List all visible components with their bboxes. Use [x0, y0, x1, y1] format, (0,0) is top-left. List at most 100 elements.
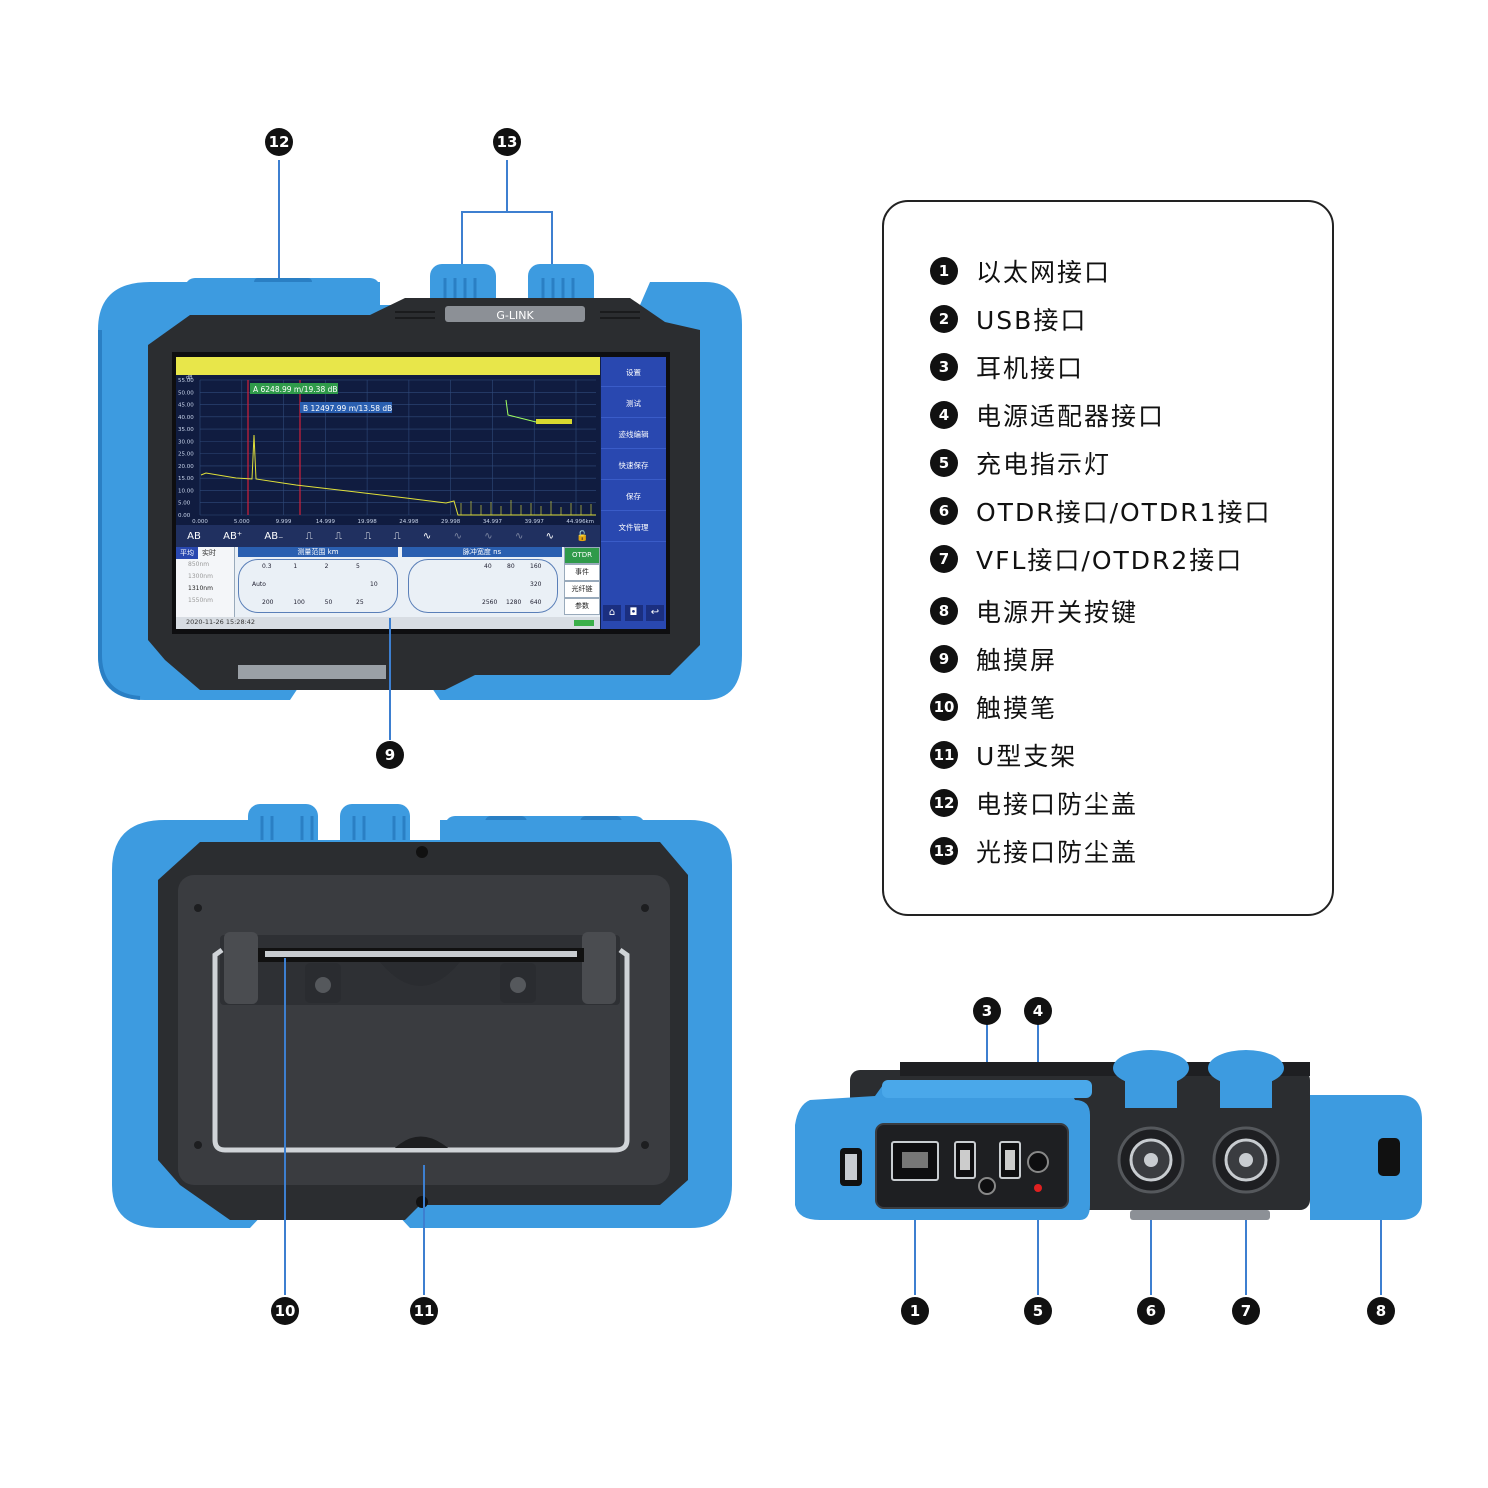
selector-value[interactable]: 80: [507, 563, 515, 570]
legend-number-badge: 10: [930, 693, 958, 721]
wave-dim3-icon[interactable]: ∿: [514, 530, 524, 542]
pulse-shift-icon[interactable]: ⎍: [364, 530, 372, 542]
legend-label: 触摸屏: [976, 646, 1058, 675]
sidebar-menu-item[interactable]: 测试: [601, 398, 666, 418]
tab-realtime[interactable]: 实时: [202, 549, 216, 557]
legend-label: U型支架: [976, 742, 1078, 771]
legend-number-badge: 2: [930, 305, 958, 333]
wave-dim2-icon[interactable]: ∿: [484, 530, 493, 542]
sidebar-menu-item[interactable]: 设置: [601, 367, 666, 387]
y-unit-label: dB: [186, 375, 193, 381]
callout-9: 9: [376, 741, 404, 769]
selector-value[interactable]: 2: [324, 563, 329, 570]
selector-value[interactable]: 200: [262, 599, 274, 606]
wavelength-option[interactable]: 1300nm: [188, 573, 213, 580]
pulse-selector[interactable]: [408, 559, 558, 613]
selector-value[interactable]: 25: [356, 599, 364, 606]
legend-item: 7 VFL接口/OTDR2接口: [930, 542, 1243, 576]
pulse-header: 脉冲宽度 ns: [402, 547, 562, 557]
callout-7: 7: [1232, 1297, 1260, 1325]
legend-item: 2 USB接口: [930, 302, 1087, 336]
selector-value[interactable]: 640: [530, 599, 542, 606]
callout-4: 4: [1024, 997, 1052, 1025]
screen-side-button[interactable]: OTDR: [564, 547, 600, 564]
range-selector[interactable]: [238, 559, 398, 613]
legend-number-badge: 9: [930, 645, 958, 673]
lock-icon[interactable]: 🔓: [576, 530, 589, 542]
home-icon[interactable]: ⌂: [603, 605, 621, 621]
pulse-left-icon[interactable]: ⎍: [393, 530, 401, 542]
otdr-trace-plot[interactable]: 55.0050.0045.0040.0035.0030.0025.0020.00…: [176, 375, 600, 525]
y-tick-label: 45.00: [178, 403, 194, 409]
ab-plus-button[interactable]: AB⁺: [223, 530, 243, 542]
legend-label: 电源适配器接口: [976, 402, 1166, 431]
legend-number-badge: 12: [930, 789, 958, 817]
sidebar-menu-item[interactable]: 保存: [601, 491, 666, 511]
callout-1: 1: [901, 1297, 929, 1325]
x-tick-label: 5.000: [234, 519, 250, 525]
pulse-up-icon[interactable]: ⎍: [305, 530, 313, 542]
selector-value[interactable]: 5: [356, 563, 360, 570]
legend-label: 充电指示灯: [976, 450, 1112, 479]
x-tick-label: 9.999: [276, 519, 292, 525]
sidebar-menu-item[interactable]: 迹线编辑: [601, 429, 666, 449]
callout-10: 10: [271, 1297, 299, 1325]
leader-line-9: [389, 618, 391, 740]
x-tick-label: 0.000: [192, 519, 208, 525]
ab-marker-button[interactable]: AB: [187, 530, 201, 542]
wave-dim-icon[interactable]: ∿: [453, 530, 462, 542]
selector-value[interactable]: 2560: [482, 599, 498, 606]
sidebar-menu-item[interactable]: 文件管理: [601, 522, 666, 542]
marker-b-label: B 12497.99 m/13.58 dB: [303, 404, 392, 413]
selector-value[interactable]: 50: [324, 599, 333, 606]
back-icon[interactable]: ↩: [646, 605, 664, 621]
ab-minus-button[interactable]: AB₋: [264, 530, 284, 542]
wavelength-option[interactable]: 850nm: [188, 561, 210, 568]
y-tick-label: 0.00: [178, 513, 191, 519]
wave-icon[interactable]: ∿: [422, 530, 432, 542]
legend-number-badge: 6: [930, 497, 958, 525]
legend-label: USB接口: [976, 306, 1088, 335]
selector-value[interactable]: Auto: [252, 581, 266, 588]
selector-value[interactable]: 1280: [506, 599, 522, 606]
legend-item: 9 触摸屏: [930, 642, 1057, 676]
wave-active-icon[interactable]: ∿: [545, 530, 555, 542]
x-tick-label: 39.997: [525, 519, 545, 525]
legend-label: 电源开关按键: [976, 598, 1139, 627]
selector-value[interactable]: 0.3: [262, 563, 272, 570]
device-back-view: [112, 804, 732, 1295]
tab-average[interactable]: 平均: [176, 547, 198, 559]
screen-side-button[interactable]: 事件: [564, 564, 600, 581]
screen-sidebar: 设置测试迹线编辑快速保存保存文件管理 ⌂ ◘ ↩: [601, 357, 666, 629]
selector-value[interactable]: 40: [484, 563, 492, 570]
selector-value[interactable]: 320: [530, 581, 542, 588]
y-tick-label: 35.00: [178, 427, 194, 433]
legend-label: VFL接口/OTDR2接口: [976, 546, 1244, 575]
callout-11: 11: [410, 1297, 438, 1325]
legend-number-badge: 7: [930, 545, 958, 573]
callout-8: 8: [1367, 1297, 1395, 1325]
pulse-expand-icon[interactable]: ⎍: [335, 530, 342, 542]
legend-label: 以太网接口: [976, 258, 1112, 287]
y-tick-label: 5.00: [178, 501, 191, 507]
camera-icon[interactable]: ◘: [624, 605, 643, 621]
selector-value[interactable]: 1: [293, 563, 298, 570]
selector-value[interactable]: 100: [293, 599, 305, 606]
selector-value[interactable]: 10: [370, 581, 378, 588]
screen-side-button[interactable]: 参数: [564, 598, 600, 615]
wavelength-option[interactable]: 1550nm: [188, 597, 213, 604]
callout-13: 13: [493, 128, 521, 156]
marker-a-label: A 6248.99 m/19.38 dB: [253, 385, 338, 394]
legend-label: 光接口防尘盖: [976, 838, 1139, 867]
sidebar-menu-item[interactable]: 快速保存: [601, 460, 666, 480]
wavelength-option[interactable]: 1310nm: [188, 585, 213, 592]
selector-value[interactable]: 160: [530, 563, 542, 570]
legend-label: 电接口防尘盖: [976, 790, 1139, 819]
screen-side-button[interactable]: 光纤链: [564, 581, 600, 598]
legend-number-badge: 5: [930, 449, 958, 477]
trace-toolbar: AB AB⁺ AB₋ ⎍ ⎍ ⎍ ⎍ ∿ ∿ ∿ ∿ ∿ 🔓: [176, 525, 600, 547]
